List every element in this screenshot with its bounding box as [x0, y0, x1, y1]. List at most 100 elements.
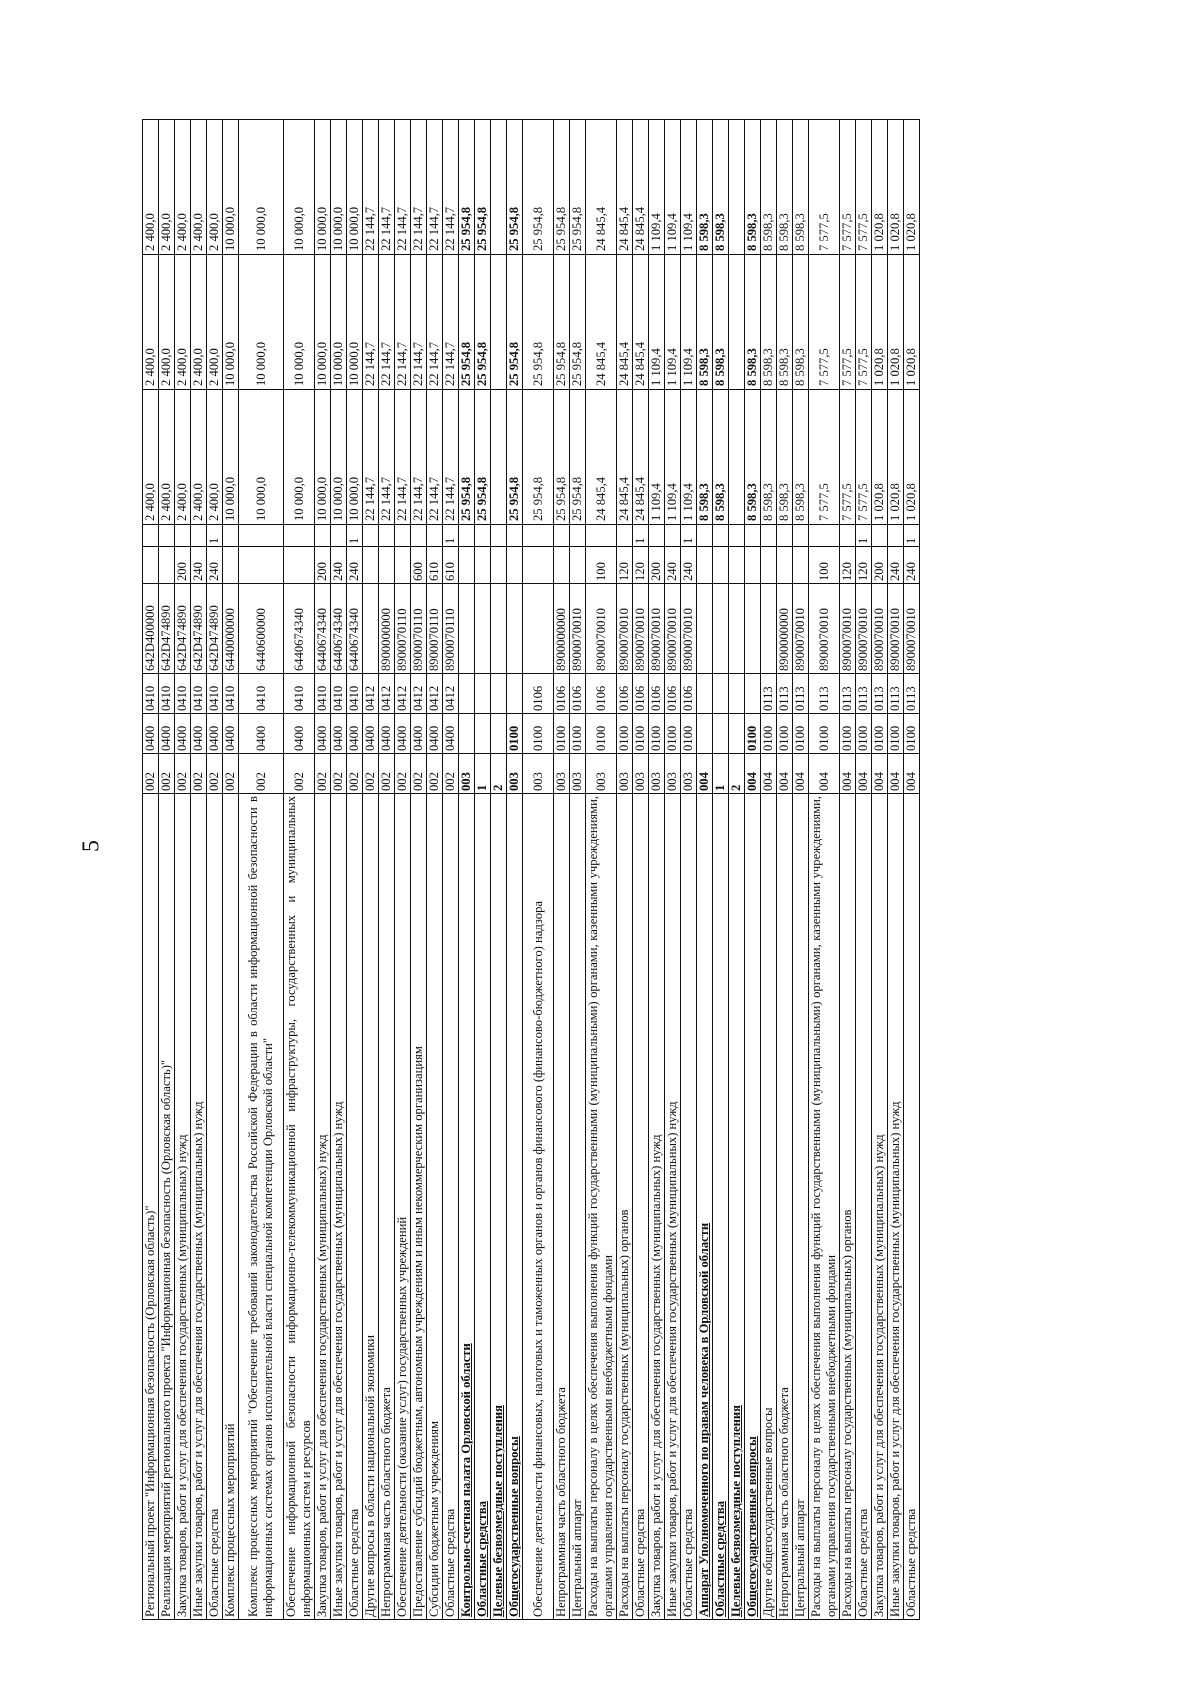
ved-code-cell: 003 [680, 753, 697, 794]
amount-year2-cell: 25 954,8 [553, 254, 570, 390]
amount-year2-cell: 1 020,8 [903, 254, 920, 390]
source-index-cell [238, 524, 284, 547]
expense-type-cell [283, 546, 315, 584]
expense-type-cell: 610 [426, 546, 443, 584]
row-name-cell: Центральный аппарат [569, 793, 586, 1620]
subsection-code-cell: 0106 [553, 673, 570, 714]
subsection-code-cell [712, 673, 729, 714]
row-name-text: Областные средства [681, 1508, 696, 1617]
section-code-cell [696, 713, 713, 754]
subsection-code-cell [506, 673, 523, 714]
expense-type-cell: 240 [903, 546, 920, 584]
expense-type-cell [569, 546, 586, 584]
row-name-cell: Непрограммная часть областного бюджета [378, 793, 395, 1620]
amount-year1-cell: 2 400,0 [206, 389, 223, 525]
target-article-cell [728, 583, 745, 674]
target-article-cell: 8900070010 [616, 583, 633, 674]
table-row: Обеспечение информационной безопасности … [283, 119, 315, 1620]
source-index-cell [585, 524, 617, 547]
source-index-cell [394, 524, 411, 547]
row-name-text: Обеспечение деятельности финансовых, нал… [530, 901, 545, 1617]
row-name-cell: Областные средства [712, 793, 729, 1620]
row-name-text: Реализация мероприятий регионального про… [159, 1059, 174, 1617]
source-index-cell: 1 [855, 524, 872, 547]
ved-code-cell: 002 [426, 753, 443, 794]
amount-year1-cell: 8 598,3 [760, 389, 777, 525]
subsection-code-cell: 0410 [222, 673, 239, 714]
section-code-cell [490, 713, 507, 754]
amount-year2-cell: 10 000,0 [346, 254, 363, 390]
table-row: Закупка товаров, работ и услуг для обесп… [174, 119, 191, 1620]
source-index-cell [158, 524, 175, 547]
amount-year2-cell: 7 577,5 [839, 254, 856, 390]
target-article-cell: 642D474890 [206, 583, 223, 674]
amount-year1-cell: 2 400,0 [190, 389, 207, 525]
amount-year3-cell: 10 000,0 [283, 119, 315, 255]
target-article-cell [712, 583, 729, 674]
subsection-code-cell: 0113 [887, 673, 904, 714]
row-name-text: Региональный проект "Информационная безо… [143, 1205, 158, 1617]
subsection-code-cell [474, 673, 491, 714]
table-row: Закупка товаров, работ и услуг для обесп… [314, 119, 331, 1620]
row-name-cell: Региональный проект "Информационная безо… [142, 793, 159, 1620]
row-name-text: Областные средства [475, 1500, 490, 1617]
amount-year2-cell: 7 577,5 [855, 254, 872, 390]
expense-type-cell [712, 546, 729, 584]
amount-year2-cell: 10 000,0 [238, 254, 284, 390]
target-article-cell: 8900070110 [394, 583, 411, 674]
expense-type-cell: 240 [206, 546, 223, 584]
section-code-cell: 0400 [206, 713, 223, 754]
table-row: Контрольно-счетная палата Орловской обла… [458, 119, 475, 1620]
row-name-text: Другие вопросы в области национальной эк… [363, 1334, 378, 1617]
section-code-cell: 0400 [158, 713, 175, 754]
amount-year2-cell: 1 109,4 [664, 254, 681, 390]
section-code-cell: 0100 [871, 713, 888, 754]
target-article-cell: 6440674340 [314, 583, 331, 674]
amount-year1-cell: 1 020,8 [887, 389, 904, 525]
amount-year3-cell: 25 954,8 [569, 119, 586, 255]
amount-year1-cell: 1 020,8 [903, 389, 920, 525]
expense-type-cell [728, 546, 745, 584]
amount-year2-cell: 22 144,7 [362, 254, 379, 390]
target-article-cell: 8900070010 [585, 583, 617, 674]
source-index-cell [490, 524, 507, 547]
target-article-cell: 642D474890 [158, 583, 175, 674]
source-index-cell: 1 [442, 524, 459, 547]
row-name-cell: Обеспечение деятельности (оказание услуг… [394, 793, 411, 1620]
ved-code-cell: 002 [346, 753, 363, 794]
amount-year2-cell: 1 020,8 [887, 254, 904, 390]
section-code-cell: 0400 [346, 713, 363, 754]
row-name-cell: Закупка товаров, работ и услуг для обесп… [871, 793, 888, 1620]
row-name-text: Аппарат Уполномоченного по правам челове… [697, 1222, 712, 1617]
source-index-cell [887, 524, 904, 547]
amount-year2-cell: 24 845,4 [616, 254, 633, 390]
row-name-cell: Иные закупки товаров, работ и услуг для … [190, 793, 207, 1620]
amount-year1-cell: 2 400,0 [142, 389, 159, 525]
amount-year1-cell: 22 144,7 [442, 389, 459, 525]
section-code-cell: 0400 [142, 713, 159, 754]
amount-year2-cell: 8 598,3 [712, 254, 729, 390]
expense-type-cell: 100 [808, 546, 840, 584]
source-index-cell: 1 [346, 524, 363, 547]
source-index-cell [142, 524, 159, 547]
row-name-text: Центральный аппарат [793, 1499, 808, 1617]
expense-type-cell: 610 [442, 546, 459, 584]
amount-year3-cell: 25 954,8 [506, 119, 523, 255]
target-article-cell: 8900000000 [776, 583, 793, 674]
row-name-text: Целевые безвозмездные поступления [491, 1405, 506, 1617]
amount-year3-cell: 10 000,0 [346, 119, 363, 255]
amount-year1-cell: 25 954,8 [458, 389, 475, 525]
section-code-cell: 0100 [664, 713, 681, 754]
row-name-cell: Иные закупки товаров, работ и услуг для … [887, 793, 904, 1620]
row-name-text: Общегосударственные вопросы [745, 1436, 760, 1617]
amount-year2-cell: 22 144,7 [426, 254, 443, 390]
target-article-cell [506, 583, 523, 674]
row-name-text: Контрольно-счетная палата Орловской обла… [459, 1343, 474, 1617]
section-code-cell: 0400 [410, 713, 427, 754]
subsection-code-cell: 0410 [190, 673, 207, 714]
subsection-code-cell: 0106 [616, 673, 633, 714]
section-code-cell [458, 713, 475, 754]
